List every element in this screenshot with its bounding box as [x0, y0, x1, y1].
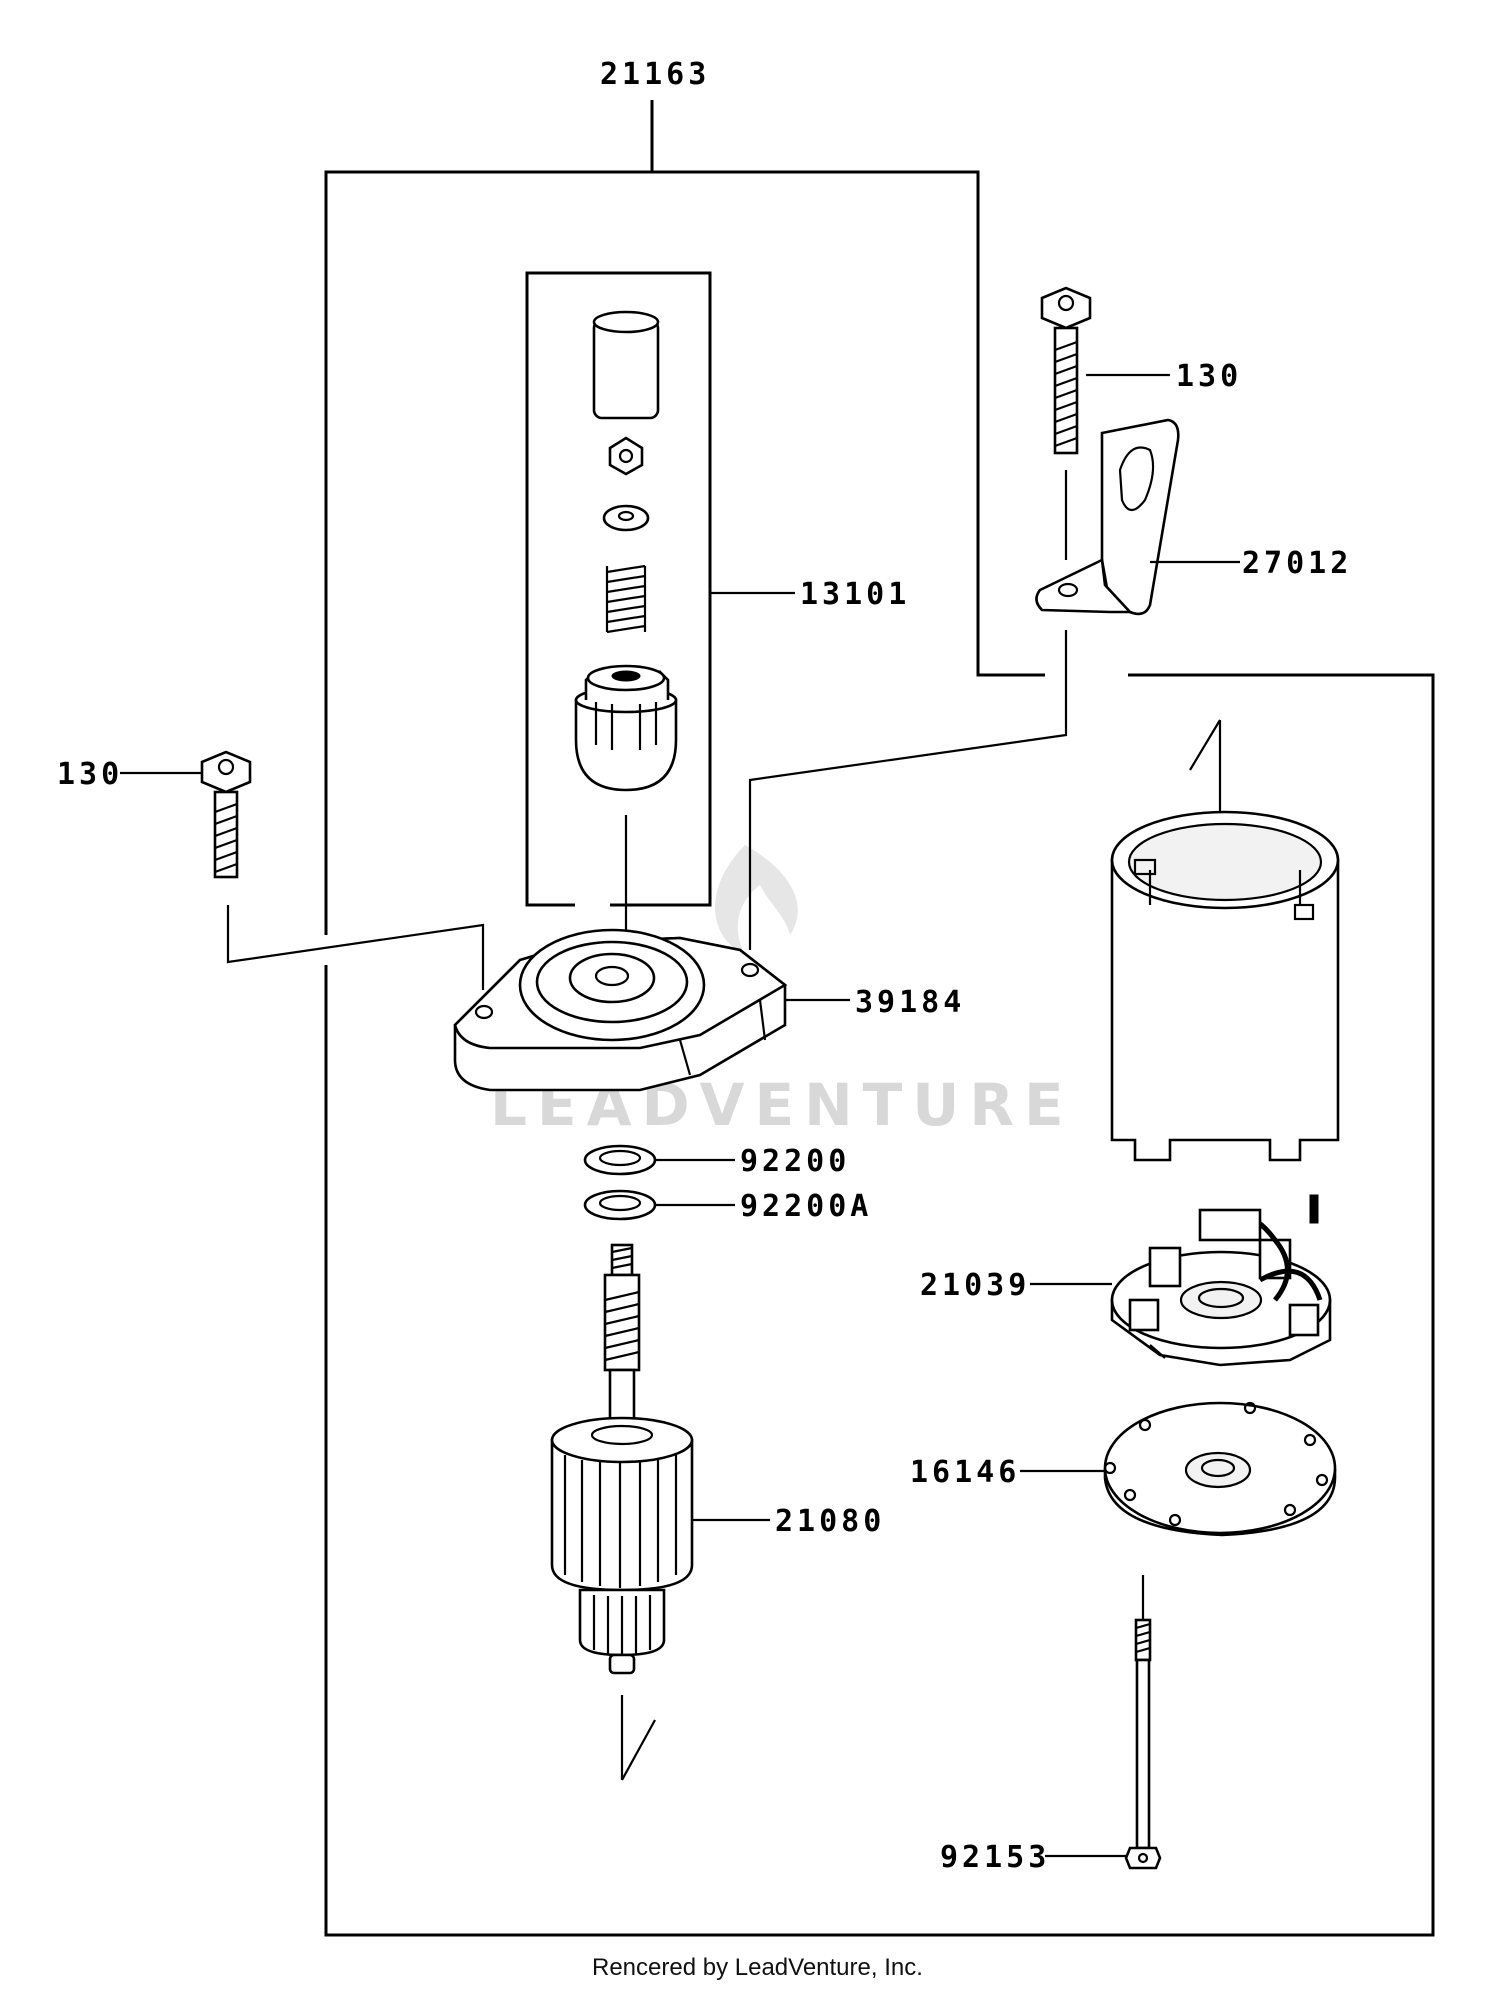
- bolt-130-left: [200, 750, 252, 879]
- label-39184: 39184: [855, 985, 965, 1020]
- drive-spring: [605, 564, 647, 634]
- washer-92200: [583, 1144, 657, 1176]
- label-13101: 13101: [800, 577, 910, 612]
- leader-bolt-left-to-flange: [226, 905, 485, 990]
- bracket-27012: [1035, 418, 1180, 616]
- subassembly-13101-box: [525, 271, 795, 907]
- end-plate-16146: [1103, 1401, 1337, 1537]
- label-92200: 92200: [740, 1144, 850, 1179]
- assembly-21163-outline: [324, 100, 1435, 1937]
- bolt-130-right: [1040, 286, 1092, 455]
- label-130-right: 130: [1176, 359, 1242, 394]
- label-27012: 27012: [1242, 546, 1352, 581]
- label-92200A: 92200A: [740, 1189, 872, 1224]
- leader-bracket-to-flange: [748, 630, 1068, 950]
- through-bolt-92153: [1124, 1618, 1162, 1870]
- drive-cap: [592, 310, 660, 420]
- armature-21080: [550, 1243, 694, 1675]
- axis-break-yoke: [1189, 719, 1221, 771]
- flange-39184: [453, 928, 788, 1092]
- yoke-housing: [1110, 810, 1340, 1162]
- label-21163: 21163: [600, 57, 710, 92]
- label-130-left: 130: [57, 757, 123, 792]
- label-16146: 16146: [910, 1455, 1020, 1490]
- label-92153: 92153: [940, 1840, 1050, 1875]
- brush-holder-21039: [1110, 1194, 1332, 1367]
- footer-credit: Rencered by LeadVenture, Inc.: [592, 1954, 923, 1981]
- label-21080: 21080: [775, 1504, 885, 1539]
- drive-nut: [608, 436, 644, 476]
- washer-92200A: [583, 1189, 657, 1221]
- label-21039: 21039: [920, 1268, 1030, 1303]
- drive-washer: [602, 504, 650, 532]
- pinion-gear: [574, 664, 678, 792]
- axis-break-armature: [621, 1719, 656, 1781]
